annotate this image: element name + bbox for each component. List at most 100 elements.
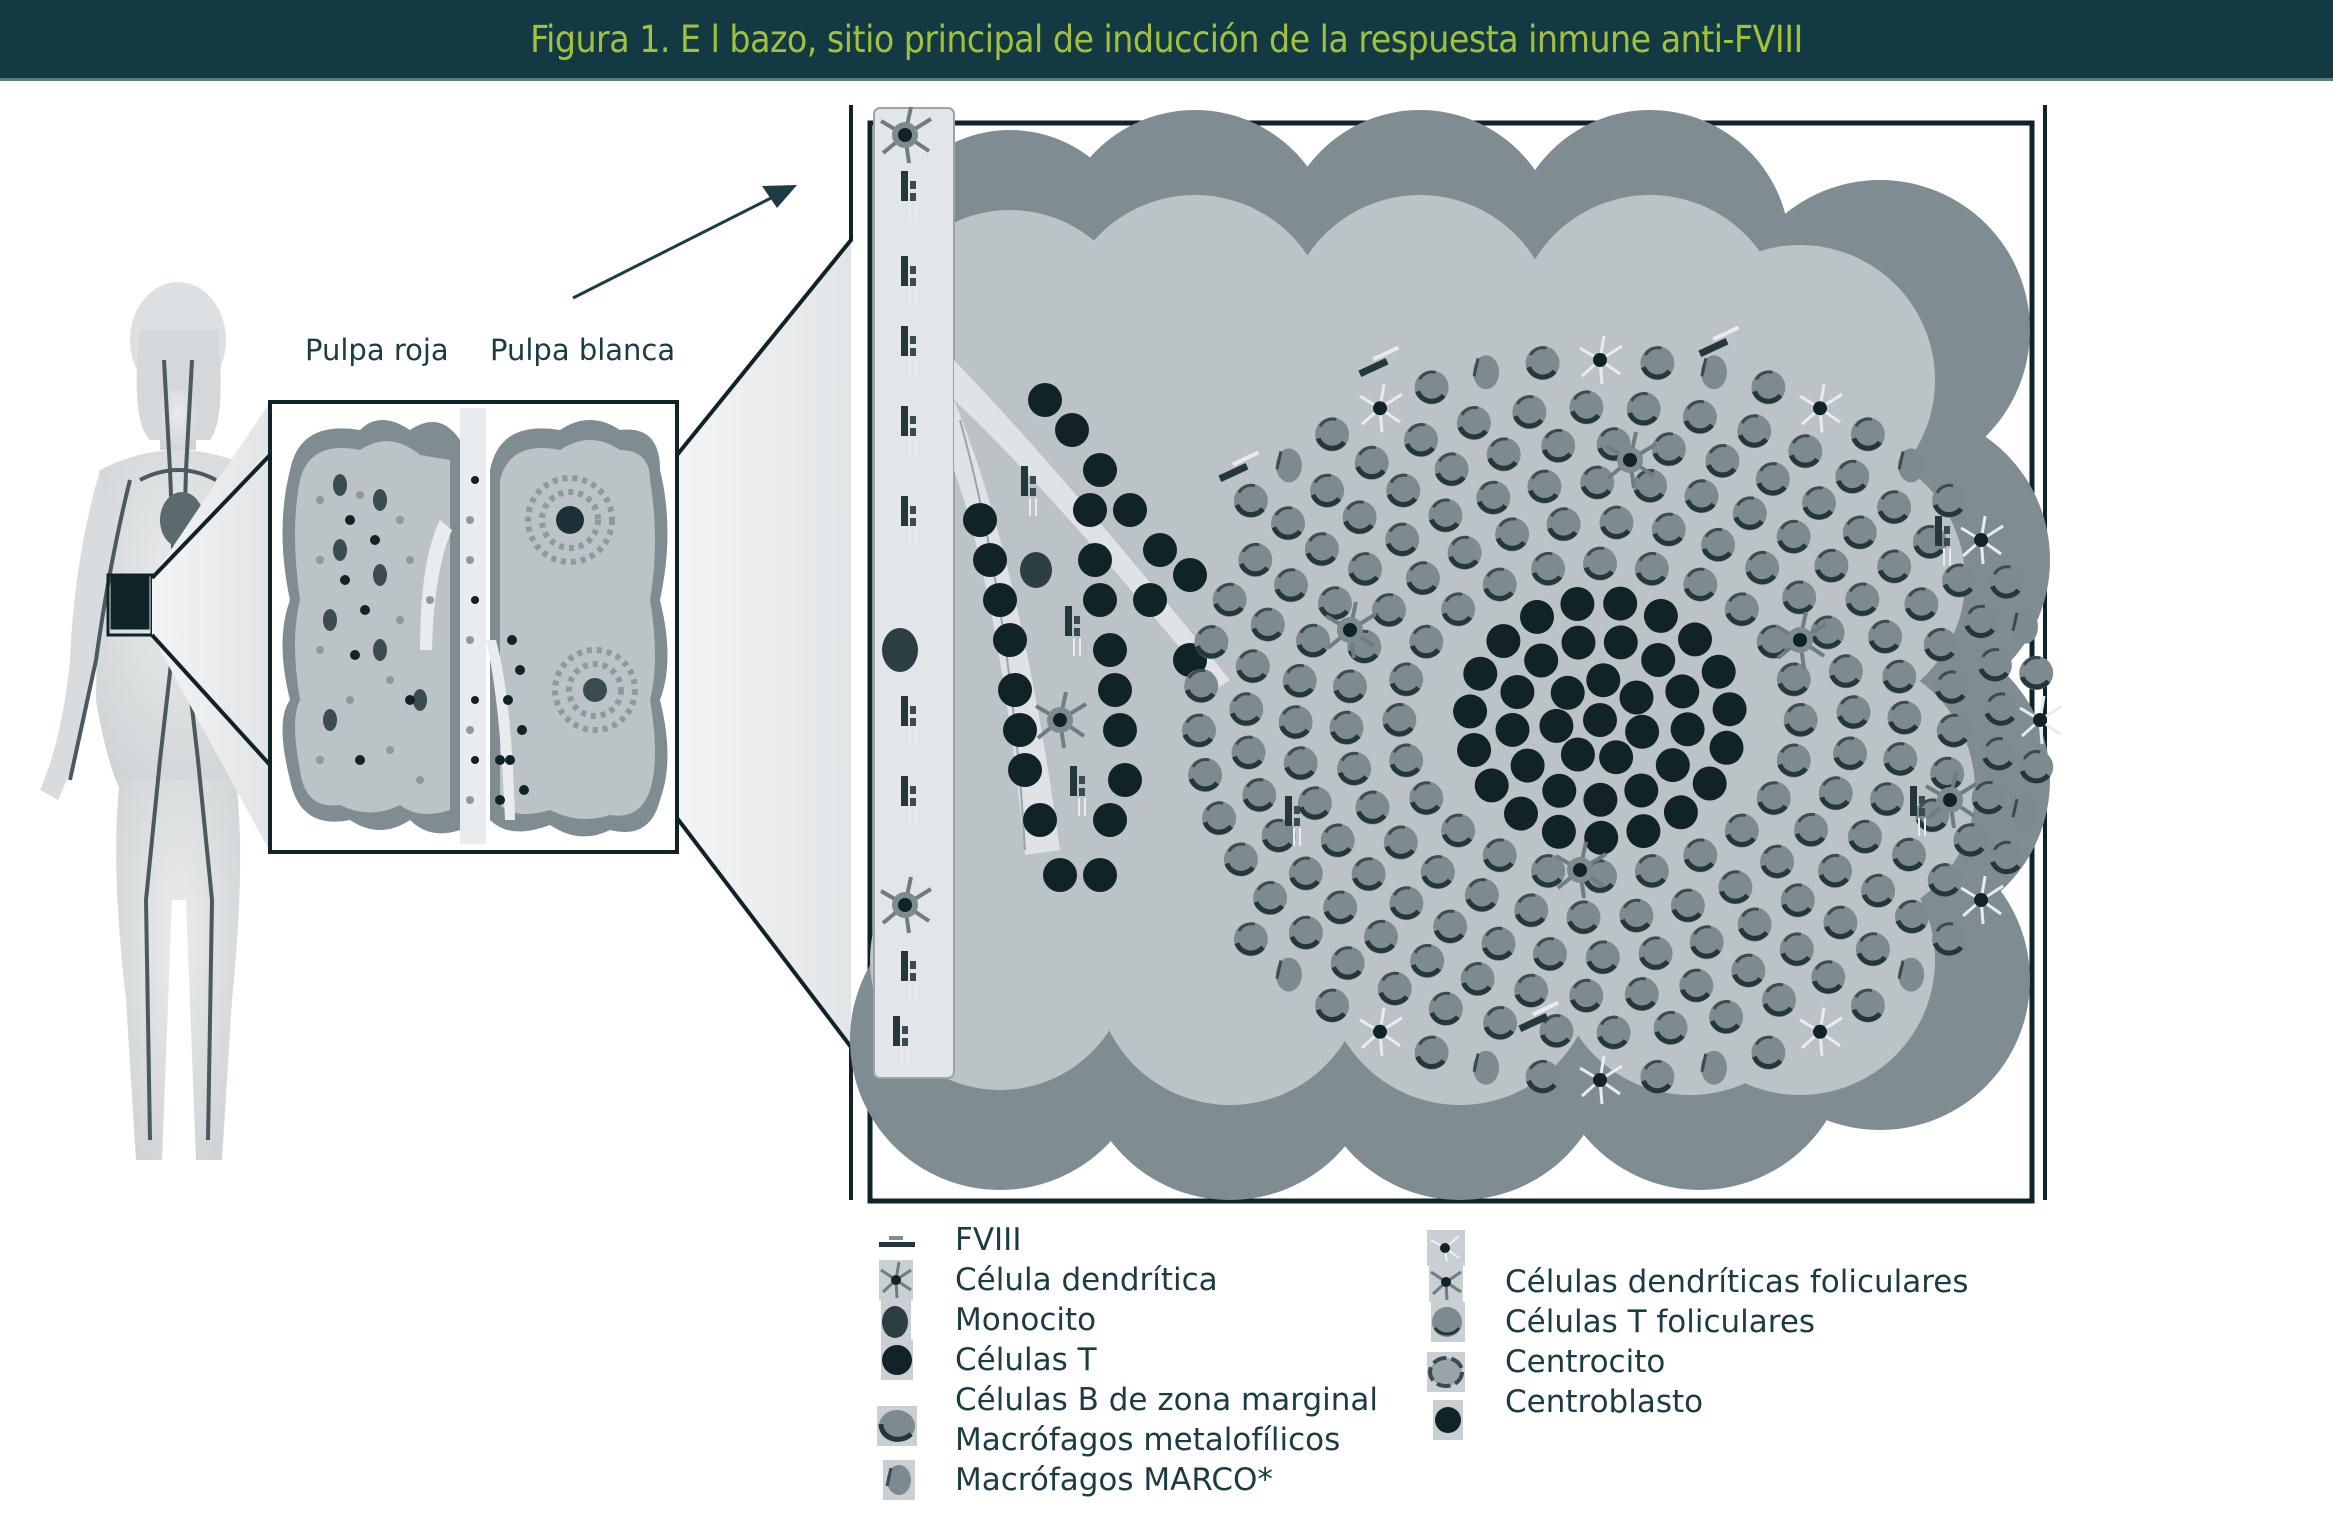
marco-macrophage <box>1274 446 1304 484</box>
centrocyte-cell <box>1487 437 1521 471</box>
centrocyte-cell <box>1856 932 1890 966</box>
centrocyte-cell <box>1433 910 1467 944</box>
centrocyte-cell <box>1882 660 1916 694</box>
centrocyte-cell <box>1652 432 1686 466</box>
centrocyte-cell <box>1296 624 1330 658</box>
centrocyte-cell <box>1330 711 1364 745</box>
centrocyte-cell <box>1382 703 1416 737</box>
centrocyte-cell <box>1928 863 1962 897</box>
centrocyte-cell <box>1953 823 1987 857</box>
centroblast-cell <box>1584 820 1619 855</box>
centrocyte-cell <box>1441 592 1475 626</box>
centrocyte-cell <box>1448 536 1482 570</box>
centrocyte-cell <box>1310 474 1344 508</box>
t-cell <box>1073 493 1107 527</box>
metallophilic-macrophage-icon <box>877 1406 917 1446</box>
centrocyte-cell <box>1745 551 1779 585</box>
centrocyte-cell <box>1942 564 1976 598</box>
centrocyte-cell <box>1848 820 1882 854</box>
centroblast-cell <box>1641 643 1676 677</box>
centrocyte-cell <box>1725 592 1759 626</box>
centrocyte-cell <box>1188 758 1222 792</box>
t-cell-icon <box>881 1340 913 1380</box>
legend-label: FVIII <box>955 1222 1022 1258</box>
centrocyte-cell <box>1823 906 1857 940</box>
centrocyte-cell <box>1731 954 1765 988</box>
centroblast-cell <box>1663 795 1698 830</box>
centrocyte-cell <box>1274 568 1308 602</box>
zoom-funnel-small <box>152 402 270 852</box>
t-cell <box>1028 383 1062 417</box>
zoom-line-top-small <box>150 453 272 580</box>
metallophilic-macrophage <box>2019 750 2053 784</box>
marco-macrophage <box>1699 1049 1729 1087</box>
follicular-dendritic-cell-icon <box>1427 1230 1465 1266</box>
centrocyte-cell <box>1683 568 1717 602</box>
metallophilic-macrophage <box>1234 484 1268 518</box>
marginal-zone-b-cell <box>2019 656 2053 690</box>
t-cell <box>1043 858 1077 892</box>
centrocyte-cell <box>1784 703 1818 737</box>
centrocyte-cell <box>1386 474 1420 508</box>
centrocyte-cell <box>1895 900 1929 934</box>
legend-label: Centroblasto <box>1505 1384 1704 1420</box>
centrocyte-cell <box>1583 547 1617 581</box>
centrocyte-cell <box>1305 532 1339 566</box>
centrocyte-cell <box>1389 663 1423 697</box>
centroblast-cell <box>1655 748 1690 783</box>
t-cell <box>1003 713 1037 747</box>
centroblast-icon <box>1433 1400 1463 1440</box>
marco-macrophage <box>2010 608 2040 646</box>
centrocyte-cell <box>1547 507 1581 541</box>
centroblast-cell <box>1457 733 1492 767</box>
fviii-icon <box>879 1236 915 1247</box>
zoom-line-bottom-small <box>150 633 272 767</box>
marginal-zone-b-cell <box>1234 922 1268 956</box>
arrow-icon <box>572 185 797 300</box>
marco-macrophage <box>1471 1049 1501 1087</box>
centroblast-cell <box>1520 599 1554 634</box>
t-cell <box>1078 543 1112 577</box>
centrocyte-cell <box>1271 506 1305 540</box>
centrocyte-cell <box>1811 960 1845 994</box>
centrocyte-cell <box>1984 692 2018 726</box>
centrocyte-cell <box>1569 979 1603 1013</box>
centrocyte-cell <box>1404 423 1438 457</box>
t-cell <box>983 583 1017 617</box>
centrocyte-cell <box>1184 669 1218 703</box>
centrocyte-cell <box>1788 434 1822 468</box>
marco-macrophage <box>1896 446 1926 484</box>
centrocyte-cell <box>1833 737 1867 771</box>
legend-label: Monocito <box>955 1302 1097 1338</box>
centrocyte-cell <box>1683 400 1717 434</box>
centroblast-cell <box>1626 814 1661 849</box>
centrocyte-cell <box>1972 781 2006 815</box>
centrocyte-cell <box>1683 838 1717 872</box>
label-red-pulp: Pulpa roja <box>305 333 449 367</box>
centrocyte-cell <box>1527 470 1561 504</box>
centrocyte-cell <box>1883 742 1917 776</box>
centroblast-cell <box>1474 768 1509 803</box>
dendritic-cell-icon <box>879 1260 913 1300</box>
centroblast-cell <box>1701 654 1736 689</box>
marginal-zone-b-cell <box>1751 370 1785 404</box>
centrocyte-cell <box>1533 937 1567 971</box>
centrocyte-cell <box>1389 744 1423 778</box>
spleen-overview-box <box>268 400 679 854</box>
centrocyte-cell <box>1705 444 1739 478</box>
t-cell <box>1143 533 1177 567</box>
centroblast-cell <box>1500 675 1535 709</box>
centrocyte-cell <box>1514 974 1548 1008</box>
t-cell <box>1008 753 1042 787</box>
centrocyte-cell <box>1794 813 1828 847</box>
centrocyte-cell <box>1283 664 1317 698</box>
centrocyte-cell <box>1429 992 1463 1026</box>
centrocyte-cell <box>1182 714 1216 748</box>
centrocyte-cell <box>1652 513 1686 547</box>
centroblast-cell <box>1583 703 1617 737</box>
marginal-zone-b-cell <box>1640 1060 1674 1094</box>
legend-label: Célula dendrítica <box>955 1262 1218 1298</box>
centrocyte-cell <box>1441 814 1475 848</box>
centroblast-cell <box>1599 740 1634 775</box>
centrocyte-cell <box>1935 670 1969 704</box>
